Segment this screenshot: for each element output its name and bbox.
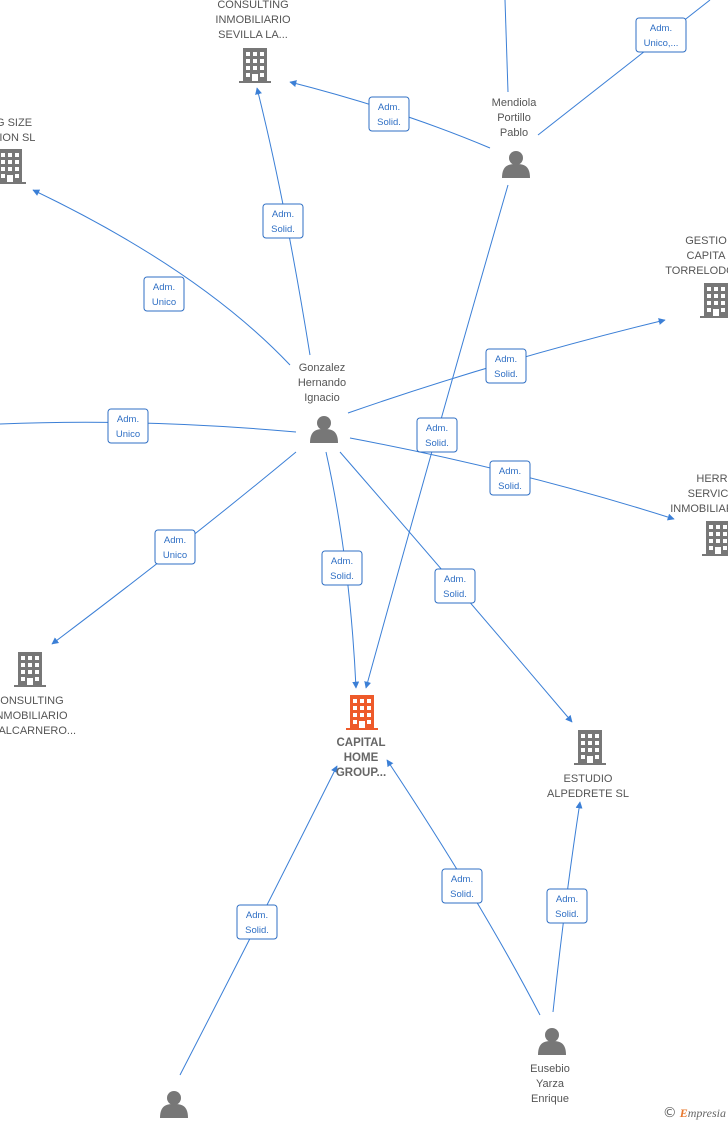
svg-text:Solid.: Solid. bbox=[555, 909, 579, 920]
svg-text:Solid.: Solid. bbox=[377, 117, 401, 128]
svg-text:Unico,...: Unico,... bbox=[644, 38, 679, 49]
svg-text:CAPITAL: CAPITAL bbox=[337, 737, 386, 749]
svg-text:Unico: Unico bbox=[152, 297, 176, 308]
svg-text:GESTIO: GESTIO bbox=[685, 235, 727, 247]
svg-text:Solid.: Solid. bbox=[494, 369, 518, 380]
node-size-ation[interactable]: G SIZE TION SL bbox=[0, 117, 35, 184]
svg-text:Ignacio: Ignacio bbox=[304, 392, 339, 404]
svg-text:G SIZE: G SIZE bbox=[0, 117, 32, 129]
svg-text:Adm.: Adm. bbox=[378, 102, 400, 113]
svg-text:INMOBILIARIO: INMOBILIARIO bbox=[0, 710, 68, 722]
svg-text:Unico: Unico bbox=[116, 429, 140, 440]
svg-text:Adm.: Adm. bbox=[451, 874, 473, 885]
person-icon bbox=[502, 151, 530, 178]
svg-text:ALPEDRETE SL: ALPEDRETE SL bbox=[547, 788, 629, 800]
svg-text:Solid.: Solid. bbox=[330, 571, 354, 582]
svg-text:Solid.: Solid. bbox=[450, 889, 474, 900]
person-icon bbox=[160, 1091, 188, 1118]
edge-label-eusebio-capital[interactable]: Adm. Solid. bbox=[441, 868, 483, 904]
svg-text:Solid.: Solid. bbox=[271, 224, 295, 235]
edge-label-mendiola-upright[interactable]: Adm. Unico,... bbox=[635, 17, 687, 53]
svg-text:HOME: HOME bbox=[344, 752, 379, 764]
svg-text:Portillo: Portillo bbox=[497, 112, 531, 124]
brand-initial: E bbox=[679, 1106, 688, 1120]
brand-name: mpresia bbox=[687, 1106, 726, 1120]
svg-text:Solid.: Solid. bbox=[245, 925, 269, 936]
building-icon bbox=[702, 521, 728, 556]
person-icon bbox=[310, 416, 338, 443]
edge-label-gonzalez-valcarnero[interactable]: Adm. Unico bbox=[154, 529, 196, 565]
building-icon bbox=[700, 283, 728, 318]
svg-text:Mendiola: Mendiola bbox=[492, 97, 538, 109]
edge-gonzalez-size bbox=[32, 189, 291, 366]
svg-text:TORRELODO: TORRELODO bbox=[665, 265, 728, 277]
svg-text:Adm.: Adm. bbox=[153, 282, 175, 293]
svg-text:Yarza: Yarza bbox=[536, 1078, 565, 1090]
node-consulting-valcarnero[interactable]: CONSULTING INMOBILIARIO VALCARNERO... bbox=[0, 652, 76, 737]
svg-text:ESTUDIO: ESTUDIO bbox=[564, 773, 613, 785]
svg-text:Adm.: Adm. bbox=[164, 535, 186, 546]
node-consulting-sevilla[interactable]: CONSULTING INMOBILIARIO SEVILLA LA... bbox=[215, 0, 291, 83]
node-estudio-alpedrete[interactable]: ESTUDIO ALPEDRETE SL bbox=[547, 730, 629, 800]
svg-text:Adm.: Adm. bbox=[556, 894, 578, 905]
svg-text:Solid.: Solid. bbox=[443, 589, 467, 600]
edge-label-gonzalez-sevilla[interactable]: Adm. Solid. bbox=[262, 203, 304, 239]
edge-label-gonzalez-herr[interactable]: Adm. Solid. bbox=[489, 460, 531, 496]
svg-text:Pablo: Pablo bbox=[500, 127, 528, 139]
edge-label-mendiola-capital[interactable]: Adm. Solid. bbox=[416, 417, 458, 453]
svg-text:Adm.: Adm. bbox=[495, 354, 517, 365]
svg-text:Adm.: Adm. bbox=[499, 466, 521, 477]
svg-text:CONSULTING: CONSULTING bbox=[0, 695, 64, 707]
svg-text:SEVILLA LA...: SEVILLA LA... bbox=[218, 29, 288, 41]
svg-text:INMOBILIAR: INMOBILIAR bbox=[670, 503, 728, 515]
svg-text:Enrique: Enrique bbox=[531, 1093, 569, 1105]
svg-text:CONSULTING: CONSULTING bbox=[217, 0, 288, 11]
svg-text:Gonzalez: Gonzalez bbox=[299, 362, 345, 374]
svg-text:Adm.: Adm. bbox=[272, 209, 294, 220]
person-icon bbox=[538, 1028, 566, 1055]
svg-text:INMOBILIARIO: INMOBILIARIO bbox=[215, 14, 291, 26]
svg-text:Eusebio: Eusebio bbox=[530, 1063, 570, 1075]
svg-text:Adm.: Adm. bbox=[331, 556, 353, 567]
edge-label-mendiola-sevilla[interactable]: Adm. Solid. bbox=[368, 96, 410, 132]
building-icon bbox=[239, 48, 271, 83]
edge-mendiola-up bbox=[504, 0, 509, 93]
node-mendiola[interactable]: Mendiola Portillo Pablo bbox=[492, 97, 538, 178]
svg-text:CAPITA: CAPITA bbox=[687, 250, 727, 262]
node-herr-servic[interactable]: HERR SERVIC INMOBILIAR bbox=[670, 473, 728, 556]
node-capital-home[interactable]: CAPITAL HOME GROUP... bbox=[336, 695, 386, 779]
node-eusebio[interactable]: Eusebio Yarza Enrique bbox=[530, 1028, 570, 1105]
building-icon bbox=[0, 149, 26, 184]
edge-label-gonzalez-capital[interactable]: Adm. Solid. bbox=[321, 550, 363, 586]
svg-text:Adm.: Adm. bbox=[444, 574, 466, 585]
node-bottom-person[interactable] bbox=[160, 1091, 188, 1118]
building-icon bbox=[14, 652, 46, 687]
copyright-icon: © bbox=[662, 1105, 677, 1121]
edge-label-gonzalez-size[interactable]: Adm. Unico bbox=[143, 276, 185, 312]
building-icon-highlight bbox=[346, 695, 378, 730]
svg-text:Solid.: Solid. bbox=[425, 438, 449, 449]
svg-text:Adm.: Adm. bbox=[117, 414, 139, 425]
svg-text:HERR: HERR bbox=[696, 473, 727, 485]
svg-text:Unico: Unico bbox=[163, 550, 187, 561]
edge-label-gonzalez-left[interactable]: Adm. Unico bbox=[107, 408, 149, 444]
svg-text:VALCARNERO...: VALCARNERO... bbox=[0, 725, 76, 737]
building-icon bbox=[574, 730, 606, 765]
svg-text:Adm.: Adm. bbox=[650, 23, 672, 34]
svg-text:Solid.: Solid. bbox=[498, 481, 522, 492]
svg-text:GROUP...: GROUP... bbox=[336, 767, 386, 779]
svg-text:SERVIC: SERVIC bbox=[688, 488, 728, 500]
edge-label-eusebio-estudio[interactable]: Adm. Solid. bbox=[546, 888, 588, 924]
svg-text:Hernando: Hernando bbox=[298, 377, 346, 389]
edge-label-bottom-capital[interactable]: Adm. Solid. bbox=[236, 904, 278, 940]
svg-text:TION SL: TION SL bbox=[0, 132, 35, 144]
svg-text:Adm.: Adm. bbox=[426, 423, 448, 434]
node-gonzalez[interactable]: Gonzalez Hernando Ignacio bbox=[298, 362, 346, 443]
edge-label-gonzalez-estudio[interactable]: Adm. Solid. bbox=[434, 568, 476, 604]
empresia-watermark: ©Empresia bbox=[663, 1105, 726, 1121]
edge-label-gonzalez-gestion[interactable]: Adm. Solid. bbox=[485, 348, 527, 384]
node-gestion-capital[interactable]: GESTIO CAPITA TORRELODO bbox=[665, 235, 728, 318]
svg-text:Adm.: Adm. bbox=[246, 910, 268, 921]
